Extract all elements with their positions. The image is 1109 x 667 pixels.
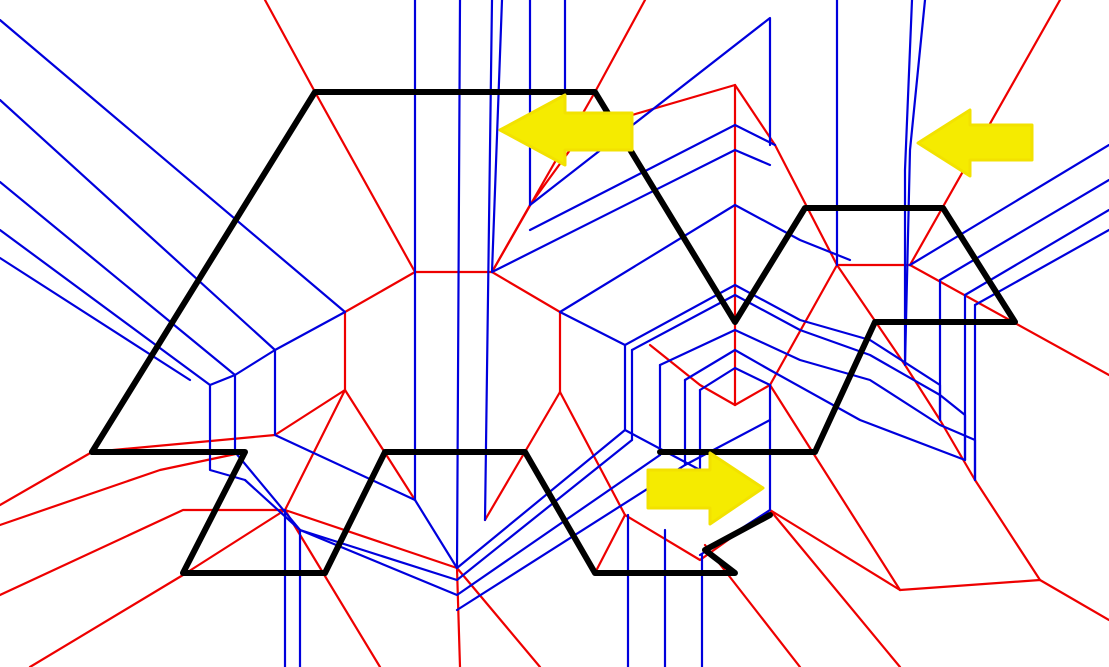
black-boundary-lines — [89, 89, 1018, 576]
arrow-left-right — [916, 108, 1034, 178]
arrow-right-bottom — [646, 451, 765, 526]
arrow-left-top — [498, 93, 634, 167]
